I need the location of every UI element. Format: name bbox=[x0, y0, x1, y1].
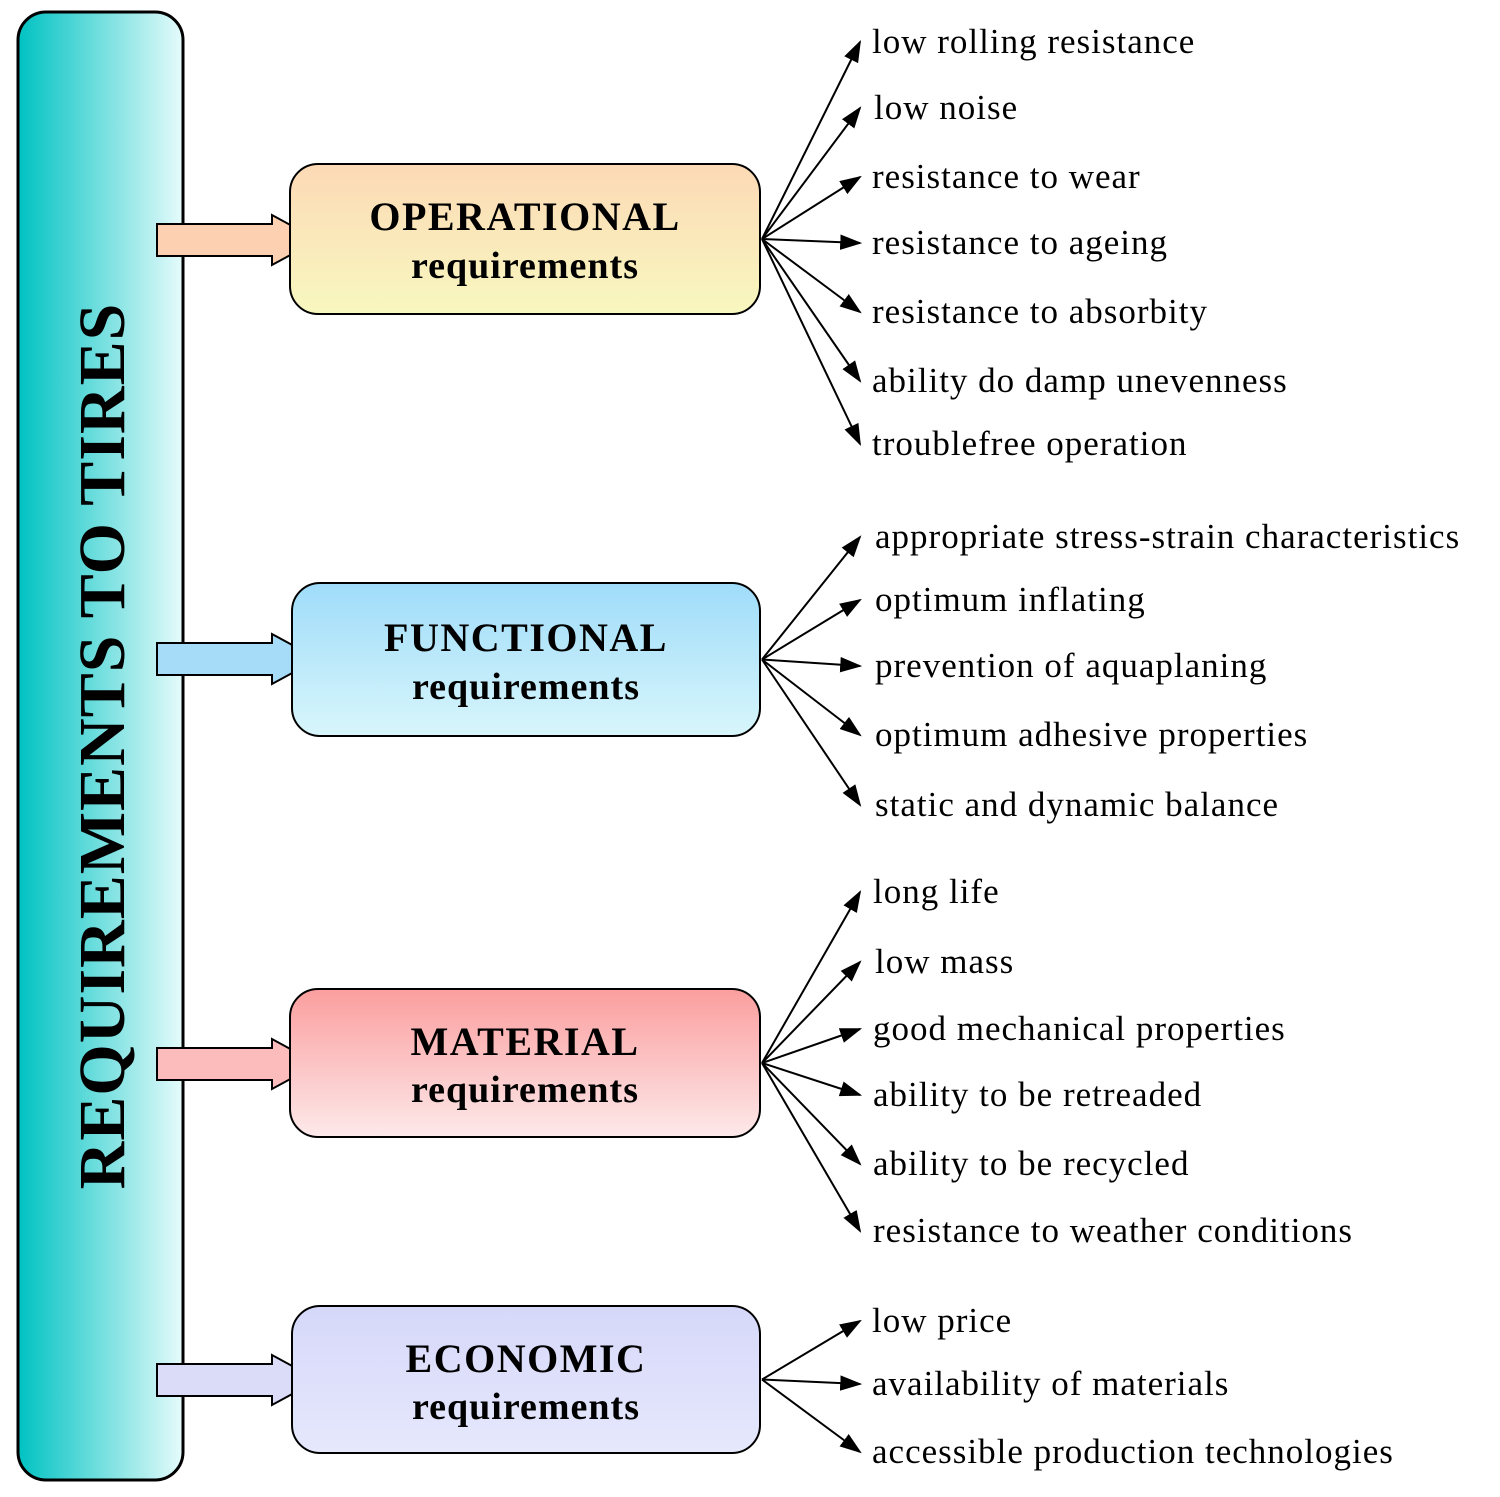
group-material: MATERIAL requirements long life low mass goo… bbox=[156, 872, 1353, 1250]
item-arrow-operational-4 bbox=[761, 238, 862, 314]
item-arrow-material-1 bbox=[761, 960, 862, 1064]
item-arrow-economic-2 bbox=[761, 1378, 862, 1454]
group-title-operational: OPERATIONAL bbox=[369, 194, 680, 239]
item-arrow-operational-6 bbox=[761, 238, 861, 446]
group-title-economic: ECONOMIC bbox=[406, 1336, 647, 1381]
main-bar-title: REQUIREMENTS TO TIRES bbox=[66, 303, 139, 1190]
item-arrow-material-5 bbox=[761, 1062, 862, 1233]
group-title-material: MATERIAL bbox=[410, 1019, 639, 1064]
item-label-functional-2: prevention of aquaplaning bbox=[875, 646, 1267, 685]
item-arrow-economic-0 bbox=[761, 1319, 862, 1381]
group-subtitle-functional: requirements bbox=[412, 666, 640, 708]
group-operational: OPERATIONAL requirements low rolling resis… bbox=[156, 22, 1288, 463]
item-arrow-functional-1 bbox=[761, 598, 862, 661]
item-label-material-3: ability to be retreaded bbox=[873, 1075, 1202, 1114]
group-subtitle-economic: requirements bbox=[412, 1386, 640, 1428]
main-bar: REQUIREMENTS TO TIRES bbox=[16, 10, 185, 1482]
item-arrow-material-4 bbox=[761, 1062, 862, 1166]
item-label-operational-4: resistance to absorbity bbox=[872, 292, 1208, 331]
item-label-operational-2: resistance to wear bbox=[872, 157, 1141, 196]
item-arrow-functional-3 bbox=[761, 658, 862, 737]
item-label-material-1: low mass bbox=[875, 942, 1014, 981]
item-label-functional-1: optimum inflating bbox=[875, 580, 1146, 619]
item-label-material-5: resistance to weather conditions bbox=[873, 1211, 1353, 1250]
item-arrow-functional-0 bbox=[761, 535, 862, 661]
group-box-economic bbox=[291, 1305, 761, 1454]
item-arrow-operational-0 bbox=[761, 40, 861, 240]
item-arrow-operational-3 bbox=[761, 234, 863, 250]
item-arrow-operational-5 bbox=[761, 238, 862, 383]
item-label-functional-0: appropriate stress-strain characteristic… bbox=[875, 517, 1460, 556]
group-box-operational bbox=[289, 163, 761, 315]
item-label-operational-0: low rolling resistance bbox=[872, 22, 1195, 61]
groups-layer: OPERATIONAL requirements low rolling resis… bbox=[156, 22, 1460, 1471]
item-label-material-4: ability to be recycled bbox=[873, 1144, 1189, 1183]
item-arrow-operational-2 bbox=[761, 175, 862, 240]
item-label-functional-3: optimum adhesive properties bbox=[875, 715, 1308, 754]
group-title-functional: FUNCTIONAL bbox=[384, 615, 668, 660]
item-label-material-0: long life bbox=[873, 872, 1000, 911]
item-arrow-functional-4 bbox=[761, 658, 862, 807]
item-arrow-material-0 bbox=[761, 890, 862, 1064]
main-bar-shape bbox=[16, 10, 185, 1482]
item-label-economic-0: low price bbox=[872, 1301, 1012, 1340]
group-box-material bbox=[289, 988, 761, 1138]
group-economic: ECONOMIC requirements low price availabilit… bbox=[156, 1301, 1394, 1471]
group-box-functional bbox=[291, 582, 761, 737]
item-label-economic-2: accessible production technologies bbox=[872, 1432, 1394, 1471]
item-label-economic-1: availability of materials bbox=[872, 1364, 1229, 1403]
item-arrow-functional-2 bbox=[761, 657, 863, 673]
item-arrow-operational-1 bbox=[761, 106, 862, 240]
item-arrow-economic-1 bbox=[761, 1375, 863, 1391]
item-label-operational-1: low noise bbox=[874, 88, 1018, 127]
item-label-functional-4: static and dynamic balance bbox=[875, 785, 1279, 824]
item-arrow-material-2 bbox=[761, 1028, 863, 1064]
item-label-material-2: good mechanical properties bbox=[873, 1009, 1286, 1048]
item-arrow-material-3 bbox=[761, 1062, 863, 1097]
item-label-operational-6: troublefree operation bbox=[872, 424, 1187, 463]
group-functional: FUNCTIONAL requirements appropriate stress… bbox=[156, 517, 1460, 824]
item-label-operational-3: resistance to ageing bbox=[872, 223, 1168, 262]
group-subtitle-material: requirements bbox=[411, 1069, 639, 1111]
item-label-operational-5: ability do damp unevenness bbox=[872, 361, 1288, 400]
group-subtitle-operational: requirements bbox=[411, 245, 639, 287]
